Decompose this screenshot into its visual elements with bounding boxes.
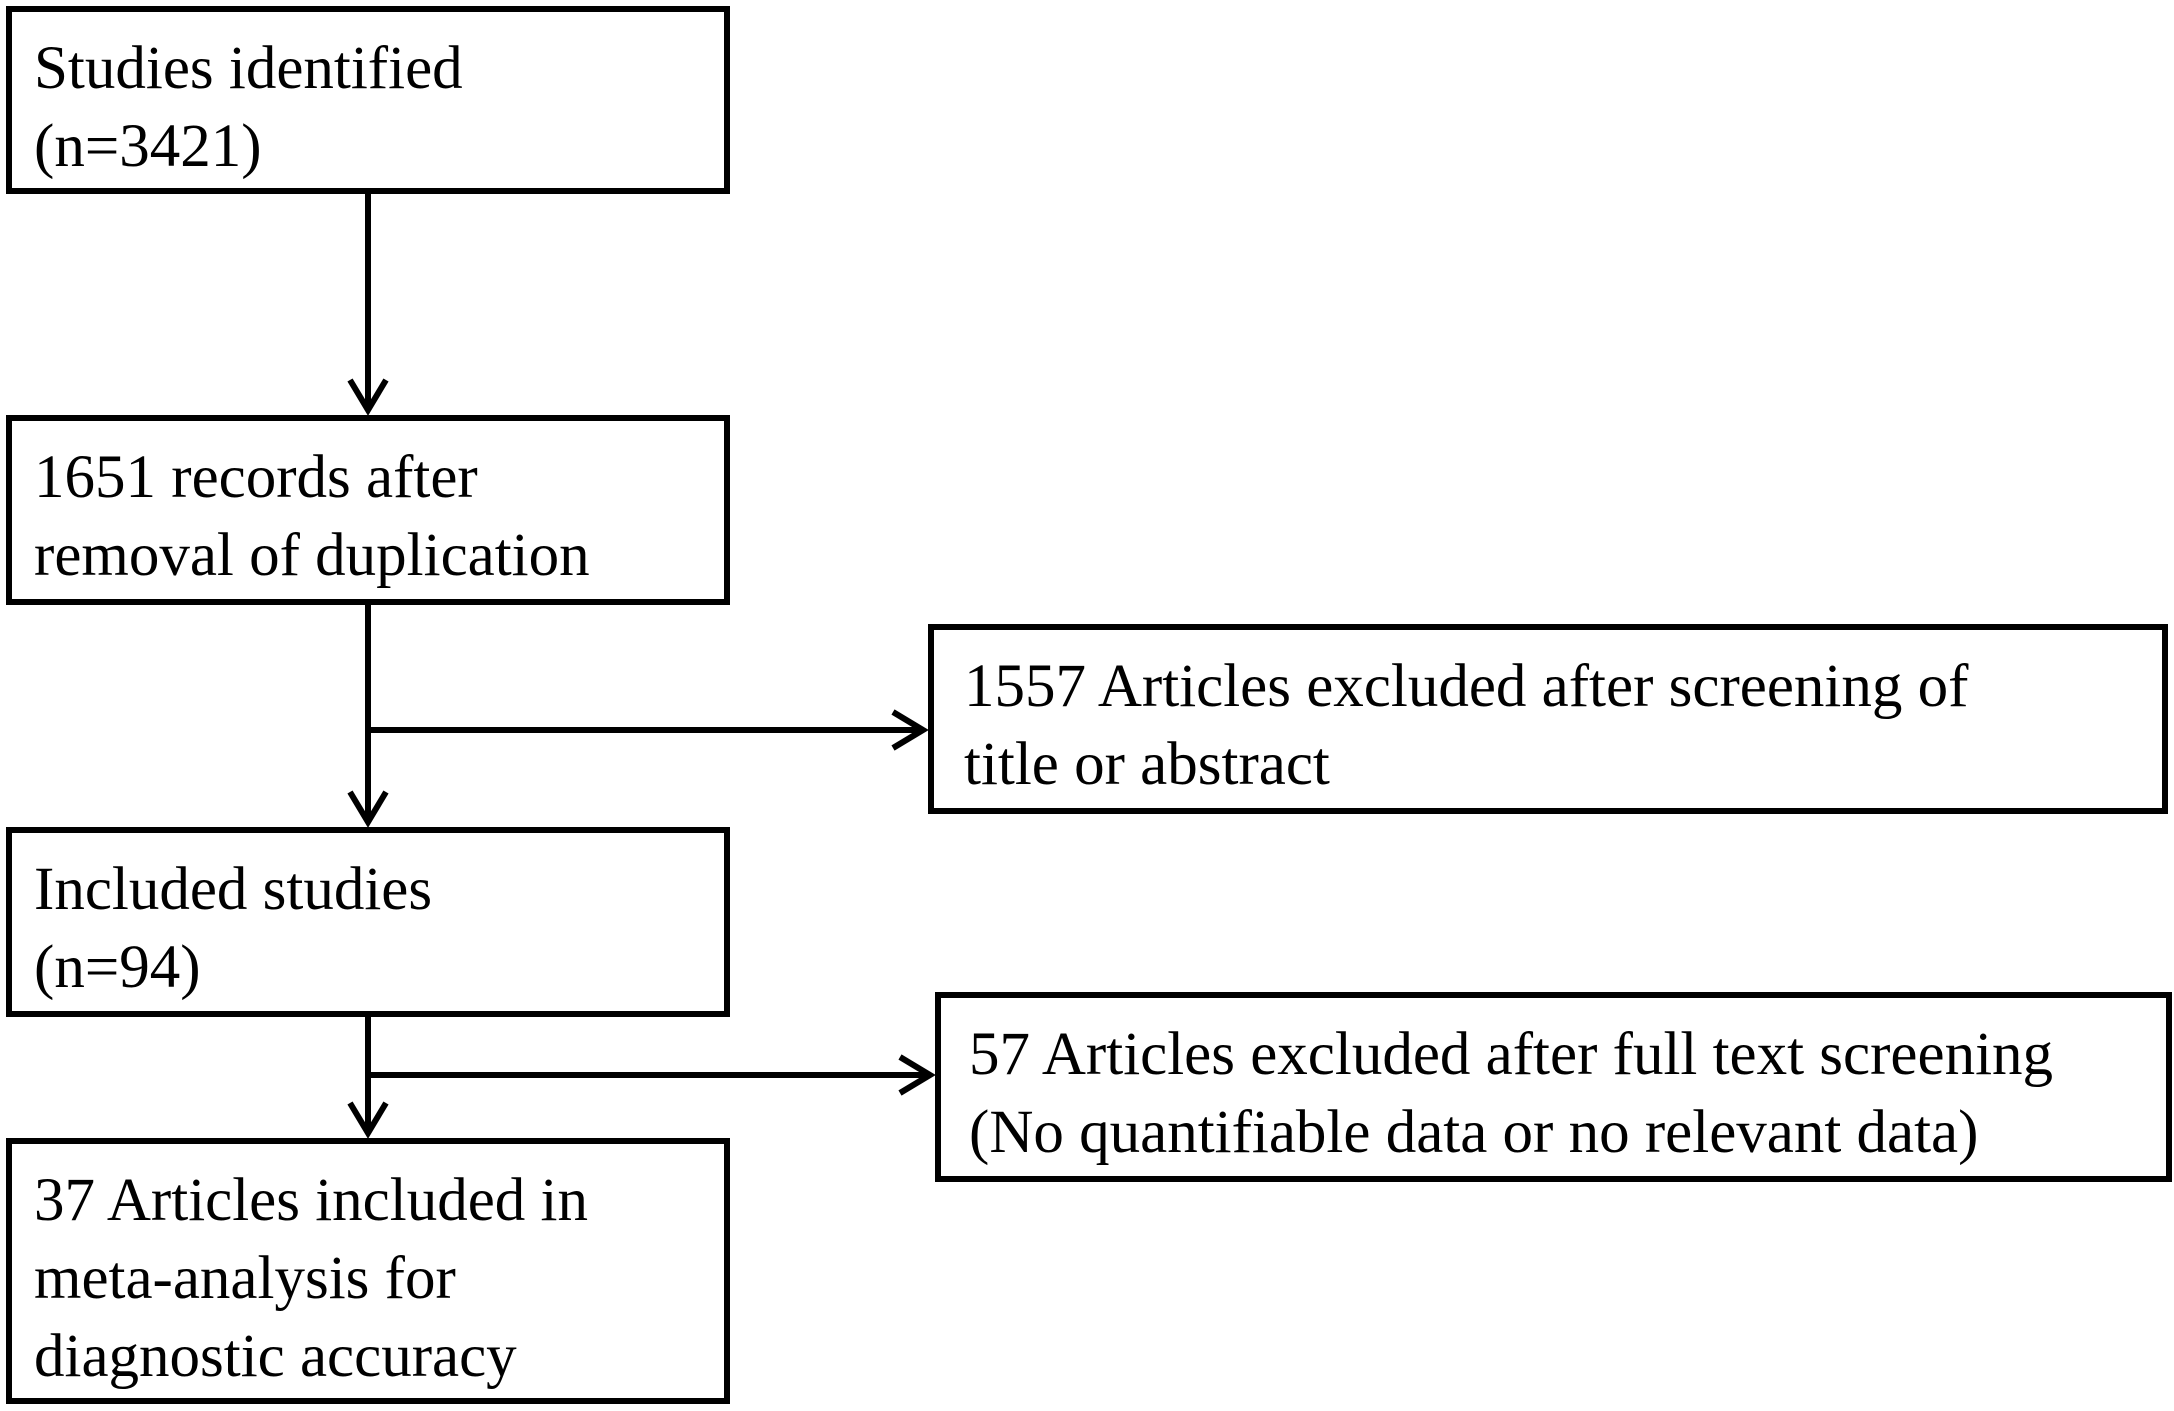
box-text-line: Studies identified	[34, 35, 463, 102]
box-text-line: meta-analysis for	[34, 1245, 456, 1312]
arrowhead-dedup-to-included	[347, 790, 389, 828]
box-text-line: (n=3421)	[34, 113, 262, 180]
box-text-line: (n=94)	[34, 934, 201, 1001]
box-text-line: 1557 Articles excluded after screening o…	[964, 653, 1969, 720]
box-excluded-full-text: 57 Articles excluded after full text scr…	[935, 992, 2172, 1182]
box-included-studies: Included studies (n=94)	[6, 827, 730, 1017]
box-articles-included-meta-analysis: 37 Articles included in meta-analysis fo…	[6, 1138, 730, 1404]
box-text-line: removal of duplication	[34, 522, 590, 589]
box-text-line: Included studies	[34, 856, 433, 923]
arrowhead-to-excluded-screening	[891, 709, 929, 751]
box-excluded-title-abstract: 1557 Articles excluded after screening o…	[928, 624, 2168, 814]
box-text-line: 1651 records after	[34, 444, 478, 511]
box-text-line: 37 Articles included in	[34, 1167, 588, 1234]
box-text-line: diagnostic accuracy	[34, 1323, 517, 1390]
box-studies-identified: Studies identified (n=3421)	[6, 6, 730, 194]
box-records-after-dedup: 1651 records after removal of duplicatio…	[6, 415, 730, 605]
box-text-line: 57 Articles excluded after full text scr…	[969, 1021, 2054, 1088]
arrowhead-included-to-final	[347, 1101, 389, 1139]
arrowhead-identified-to-dedup	[347, 378, 389, 416]
box-text-line: (No quantifiable data or no relevant dat…	[969, 1099, 1979, 1166]
arrowhead-to-excluded-fulltext	[898, 1054, 936, 1096]
box-text-line: title or abstract	[964, 731, 1330, 798]
